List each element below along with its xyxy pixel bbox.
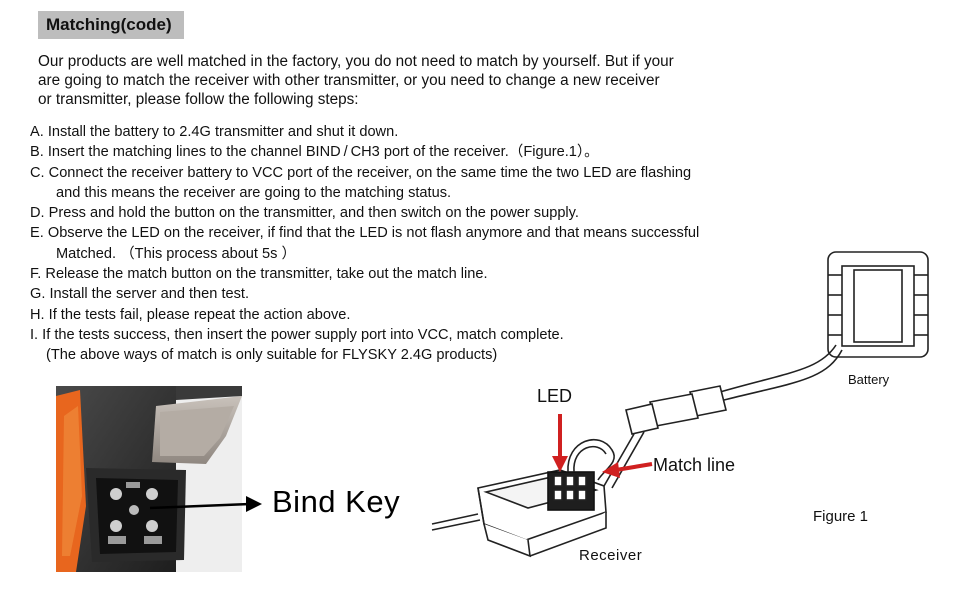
intro-paragraph: Our products are well matched in the fac… — [38, 52, 768, 109]
bind-key-label: Bind Key — [272, 484, 401, 519]
led-label: LED — [537, 386, 573, 406]
step-f: F. Release the match button on the trans… — [30, 266, 488, 283]
step-h: H. If the tests fail, please repeat the … — [30, 306, 351, 323]
steps-list: A. Install the battery to 2.4G transmitt… — [30, 122, 770, 366]
step-c-continued: and this means the receiver are going to… — [56, 184, 452, 201]
receiver-icon — [431, 439, 615, 558]
intro-line: or transmitter, please follow the follow… — [38, 91, 359, 108]
intro-line: are going to match the receiver with oth… — [38, 72, 660, 89]
step-c: C. Connect the receiver battery to VCC p… — [30, 164, 692, 181]
intro-line: Our products are well matched in the fac… — [38, 53, 674, 70]
figure-caption: Figure 1 — [813, 508, 869, 525]
battery-connector-icon — [603, 385, 727, 489]
battery-icon — [719, 251, 929, 401]
step-e-continued: Matched. （This process about 5s ） — [56, 245, 297, 262]
battery-label: Battery — [848, 372, 890, 387]
match-line-arrow-icon — [602, 462, 653, 478]
steps-note: (The above ways of match is only suitabl… — [46, 347, 498, 364]
step-b: B. Insert the matching lines to the chan… — [30, 144, 599, 161]
led-arrow-icon — [552, 414, 568, 472]
match-line-label: Match line — [653, 455, 736, 475]
step-d: D. Press and hold the button on the tran… — [30, 205, 579, 222]
transmitter-bind-key-photo-icon — [56, 386, 242, 572]
receiver-label: Receiver — [579, 547, 643, 564]
transmitter-photo — [56, 386, 242, 572]
step-e: E. Observe the LED on the receiver, if f… — [30, 225, 700, 242]
section-title: Matching(code) — [38, 11, 184, 39]
step-g: G. Install the server and then test. — [30, 286, 250, 303]
bind-key-arrow-icon — [149, 496, 262, 512]
step-a: A. Install the battery to 2.4G transmitt… — [30, 124, 399, 140]
step-i: I. If the tests success, then insert the… — [30, 326, 564, 343]
